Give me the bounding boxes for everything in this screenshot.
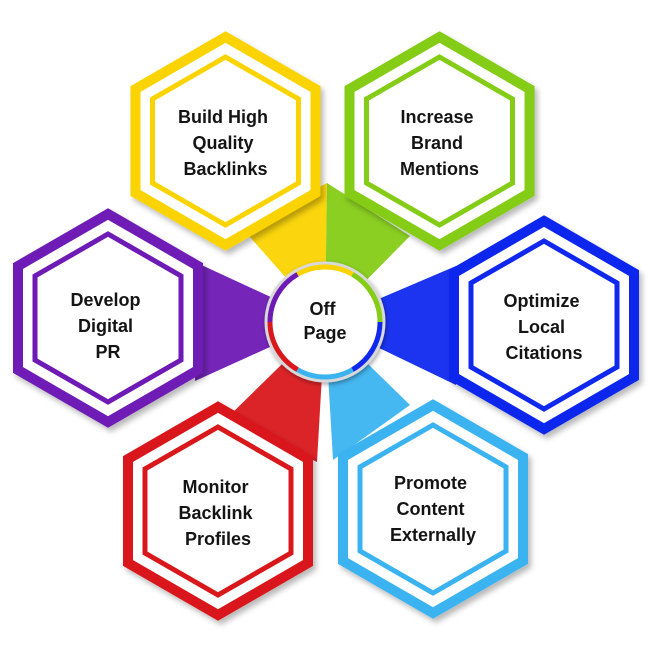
ring-arc (267, 272, 299, 323)
label-line: Build High (178, 107, 268, 127)
label-line: Digital (78, 316, 133, 336)
label-line: PR (95, 342, 120, 362)
hexagon-label: Build High Quality Backlinks (178, 107, 273, 179)
label-line: Backlink (178, 503, 253, 523)
hexagon-monitor-backlink-profiles[interactable]: Monitor Backlink Profiles (123, 401, 313, 621)
label-line: Promote (394, 473, 467, 493)
label-line: Profiles (185, 529, 251, 549)
connector-optimize-local-citations (325, 266, 456, 385)
ring-arc (267, 321, 299, 372)
label-line: Develop (70, 290, 140, 310)
label-line: Quality (192, 133, 253, 153)
hexagon-optimize-local-citations[interactable]: Optimize Local Citations (449, 215, 639, 435)
label-line: Increase (400, 107, 473, 127)
center-label-line: Page (303, 323, 346, 343)
label-line: Citations (505, 343, 582, 363)
label-line: Brand (411, 133, 463, 153)
center-hub[interactable]: Off Page (264, 261, 386, 383)
center-ring-colors (267, 264, 383, 380)
label-line: Mentions (400, 159, 479, 179)
hexagon-label: Optimize Local Citations (503, 291, 584, 363)
label-line: Local (518, 317, 565, 337)
hexagon-develop-digital-pr[interactable]: Develop Digital PR (13, 208, 203, 428)
connector-develop-digital-pr (195, 262, 325, 381)
hexagon-promote-content-externally[interactable]: Promote Content Externally (338, 399, 528, 619)
hexagon-label: Monitor Backlink Profiles (178, 477, 257, 549)
hexagon-inner-border (150, 54, 301, 228)
label-line: Monitor (183, 477, 249, 497)
hexagon-label: Develop Digital PR (70, 290, 145, 362)
label-line: Content (397, 499, 465, 519)
label-line: Optimize (503, 291, 579, 311)
ring-arc (351, 272, 383, 323)
hexagon-inner-border (32, 231, 184, 405)
ring-arc (296, 367, 354, 380)
hexagon-label: Promote Content Externally (390, 473, 476, 545)
center-disc (273, 270, 377, 374)
hexagon-inner-border (357, 422, 509, 596)
label-line: Backlinks (183, 159, 267, 179)
label-line: Externally (390, 525, 476, 545)
hexagon-increase-brand-mentions[interactable]: Increase Brand Mentions (344, 31, 535, 251)
ring-arc (351, 321, 383, 372)
hexagon-build-high-quality-backlinks[interactable]: Build High Quality Backlinks (130, 31, 321, 251)
center-label-line: Off (309, 299, 336, 319)
hexagon-inner-border (142, 424, 294, 598)
center-label: Off Page (303, 299, 346, 343)
hexagon-inner-border (364, 54, 515, 228)
hexagon-label: Increase Brand Mentions (400, 107, 479, 179)
ring-arc (296, 264, 354, 277)
hexagon-inner-border (468, 238, 620, 412)
